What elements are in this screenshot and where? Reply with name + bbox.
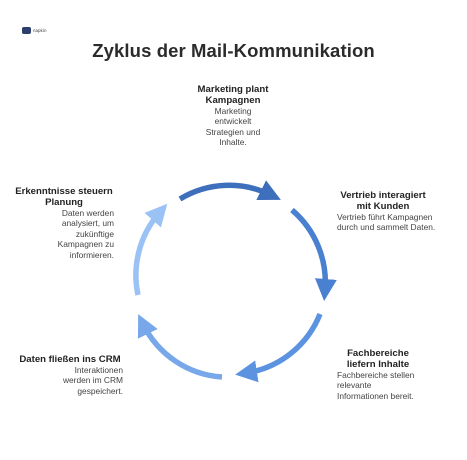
cycle-arrow-3 (235, 312, 323, 383)
step-insights-steer: Erkenntnisse steuern Planung Daten werde… (14, 186, 114, 260)
page-title: Zyklus der Mail-Kommunikation (92, 40, 375, 61)
step-description: Fachbereiche stellen relevante Informati… (337, 370, 415, 401)
step-sales-interacts: Vertrieb interagiert mit Kunden Vertrieb… (337, 190, 447, 233)
logo-text: napkin (33, 27, 47, 33)
step-heading: Vertrieb interagiert mit Kunden (340, 190, 426, 212)
step-description: Marketing entwickelt Strategien und Inha… (205, 106, 261, 148)
logo: napkin (22, 27, 47, 34)
cycle-arrow-5 (133, 203, 168, 296)
step-description: Vertrieb führt Kampagnen durch und samme… (337, 212, 436, 233)
step-data-to-crm: Daten fließen ins CRM Interaktionen werd… (19, 354, 123, 396)
step-departments-deliver: Fachbereiche liefern Inhalte Fachbereich… (337, 348, 447, 401)
step-heading: Fachbereiche liefern Inhalte (346, 348, 410, 370)
step-description: Daten werden analysiert, um zukünftige K… (57, 208, 114, 260)
step-heading: Erkenntnisse steuern Planung (15, 186, 113, 208)
logo-icon (22, 27, 31, 34)
step-marketing-plans: Marketing plant Kampagnen Marketing entw… (187, 84, 279, 148)
cycle-arrow-2 (290, 207, 337, 301)
step-description: Interaktionen werden im CRM gespeichert. (62, 365, 123, 396)
cycle-arrow-4 (137, 314, 223, 380)
step-heading: Daten fließen ins CRM (19, 354, 121, 365)
step-heading: Marketing plant Kampagnen (197, 84, 269, 106)
cycle-arrow-1 (178, 180, 281, 202)
